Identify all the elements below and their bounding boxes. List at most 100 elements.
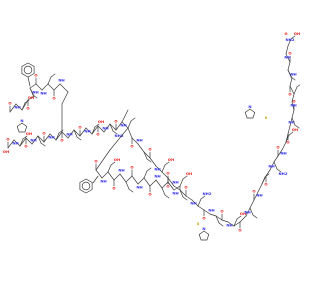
main-amide-nitrogen-61: NH xyxy=(284,55,290,60)
main-backbone-bond-42 xyxy=(253,191,259,201)
lower-sidechain-bond-b-8 xyxy=(146,167,152,172)
main-backbone-bond-47 xyxy=(273,155,279,163)
main-backbone-bond-1 xyxy=(13,139,21,147)
main-carbonyl-oxygen-24: O xyxy=(148,147,152,152)
main-backbone-bond-18 xyxy=(115,121,123,131)
main-backbone-bond-33 xyxy=(203,209,211,215)
main-amine-17: NH2 xyxy=(115,133,124,138)
main-carbonyl-oxygen-33: O xyxy=(202,216,206,221)
main-sidechain-bond-b-59 xyxy=(290,76,296,81)
c-terminus-oxygen: O xyxy=(284,31,288,36)
lower-hydroxyl-14: OH xyxy=(186,171,192,176)
main-carbonyl-oxygen-0: O xyxy=(6,137,10,142)
main-backbone-bond-46 xyxy=(269,161,275,171)
nterm-backbone-bond-9 xyxy=(53,83,61,91)
main-backbone-bond-56 xyxy=(289,85,295,95)
imidazole-ring-bottom-nitrogen: N xyxy=(202,226,205,231)
main-amine-32: NH2 xyxy=(203,191,212,196)
nterm-sidechain-bond-5 xyxy=(29,87,34,96)
phenyl-ring-lower-left xyxy=(79,178,93,194)
link-down-b xyxy=(95,149,111,171)
main-sidechain-bond-b-47 xyxy=(276,168,282,173)
main-sidechain-bond-b-14 xyxy=(94,123,100,128)
main-backbone-bond-9 xyxy=(61,131,69,139)
main-carbonyl-oxygen-21: O xyxy=(130,144,134,149)
main-backbone-bond-21 xyxy=(131,137,139,145)
main-sidechain-bond-b-20 xyxy=(130,117,136,122)
lower-amide-nitrogen-1: NH xyxy=(100,179,106,184)
link-nterm-a xyxy=(59,83,69,93)
nterm-carbonyl-oxygen-0: O xyxy=(8,101,12,106)
main-amide-nitrogen-28: NH xyxy=(172,180,178,185)
link-up-a xyxy=(121,109,129,123)
main-sidechain-bond-23 xyxy=(143,151,148,160)
main-backbone-bond-4 xyxy=(31,135,39,145)
nterm-carbonyl-oxygen-6: O xyxy=(34,73,38,78)
main-sidechain-bond-b-17 xyxy=(112,130,118,135)
main-sidechain-bond-b-26 xyxy=(164,161,170,166)
nterm-sidechain-bond-2 xyxy=(21,102,26,111)
lower-backbone-bond-13 xyxy=(173,185,181,191)
main-amide-nitrogen-58: NH xyxy=(290,72,296,77)
main-backbone-bond-40 xyxy=(245,207,251,217)
lower-carbonyl-oxygen-6: O xyxy=(130,165,134,170)
main-hydroxyl-62: OH xyxy=(294,31,300,36)
main-backbone-bond-29 xyxy=(179,189,187,197)
lower-amide-nitrogen-10: NH xyxy=(154,174,160,179)
phenyl-ring-upper-left xyxy=(21,62,35,78)
main-sidechain-bond-35 xyxy=(215,215,220,224)
phenyl-ring-upper-left-aromatic-circle xyxy=(23,65,33,75)
imidazole-ring-right-nitrogen: N xyxy=(248,104,251,109)
main-backbone-bond-52 xyxy=(289,117,293,127)
main-backbone-bond-2 xyxy=(19,137,27,147)
phenyl-ring-lower-left-aromatic-circle xyxy=(81,181,91,191)
main-backbone-bond-37 xyxy=(227,221,235,227)
main-sidechain-bond-47 xyxy=(273,161,278,170)
phenyl-ring-upper-left-link xyxy=(27,76,31,87)
main-sidechain-bond-b-29 xyxy=(182,196,188,201)
lower-amide-nitrogen-13: NH xyxy=(172,191,178,196)
main-backbone-bond-5 xyxy=(37,135,45,143)
main-amide-nitrogen-46: NH xyxy=(268,164,274,169)
main-carbonyl-oxygen-36: O xyxy=(220,209,224,214)
nterm-sidechain-bond-b-5 xyxy=(32,94,38,99)
main-backbone-bond-48 xyxy=(277,149,283,157)
main-amine-47: NH2 xyxy=(279,171,288,176)
lower-backbone-bond-3 xyxy=(113,173,121,181)
lower-backbone-bond-6 xyxy=(131,175,139,185)
nterm-backbone-bond-3 xyxy=(27,95,35,101)
c-terminus-amine: NH2 xyxy=(286,37,295,42)
main-amide-nitrogen-52: NH xyxy=(288,120,294,125)
main-backbone-bond-35 xyxy=(215,215,223,221)
nterm-carbonyl-oxygen-9: O xyxy=(52,96,56,101)
nterm-amide-nitrogen-10: NH xyxy=(58,78,64,83)
main-sidechain-bond-56 xyxy=(293,86,298,95)
main-backbone-bond-23 xyxy=(143,151,151,159)
main-amide-nitrogen-31: NH xyxy=(190,201,196,206)
main-backbone-bond-38 xyxy=(233,221,241,227)
main-sidechain-bond-26 xyxy=(161,164,166,173)
main-backbone-bond-16 xyxy=(103,123,111,133)
lower-sidechain-bond-8 xyxy=(143,170,148,179)
main-backbone-bond-57 xyxy=(289,77,293,87)
main-sidechain-bond-b-38 xyxy=(236,215,242,220)
main-carbonyl-oxygen-45: O xyxy=(264,182,268,187)
main-backbone-bond-31 xyxy=(191,199,199,207)
main-amide-nitrogen-13: NH xyxy=(84,129,90,134)
nterm-sidechain-bond-b-8 xyxy=(50,73,56,78)
main-backbone-bond-17 xyxy=(109,123,117,131)
main-amide-nitrogen-10: NH xyxy=(66,132,72,137)
lower-backbone-bond-11 xyxy=(161,181,169,189)
main-backbone-bond-0 xyxy=(7,139,15,149)
lower-sidechain-bond-b-2 xyxy=(110,161,116,166)
main-sidechain-bond-38 xyxy=(233,218,238,227)
main-amide-nitrogen-34: NH xyxy=(208,208,214,213)
main-backbone-bond-11 xyxy=(73,129,81,137)
main-sidechain-bond-20 xyxy=(127,120,132,129)
main-sidechain-bond-29 xyxy=(179,189,184,198)
sulfur-atom-2: S xyxy=(265,115,268,120)
main-backbone-bond-24 xyxy=(149,157,157,167)
lower-amide-nitrogen-7: NH xyxy=(136,185,142,190)
main-backbone-bond-39 xyxy=(239,215,247,223)
main-carbonyl-oxygen-30: O xyxy=(184,185,188,190)
